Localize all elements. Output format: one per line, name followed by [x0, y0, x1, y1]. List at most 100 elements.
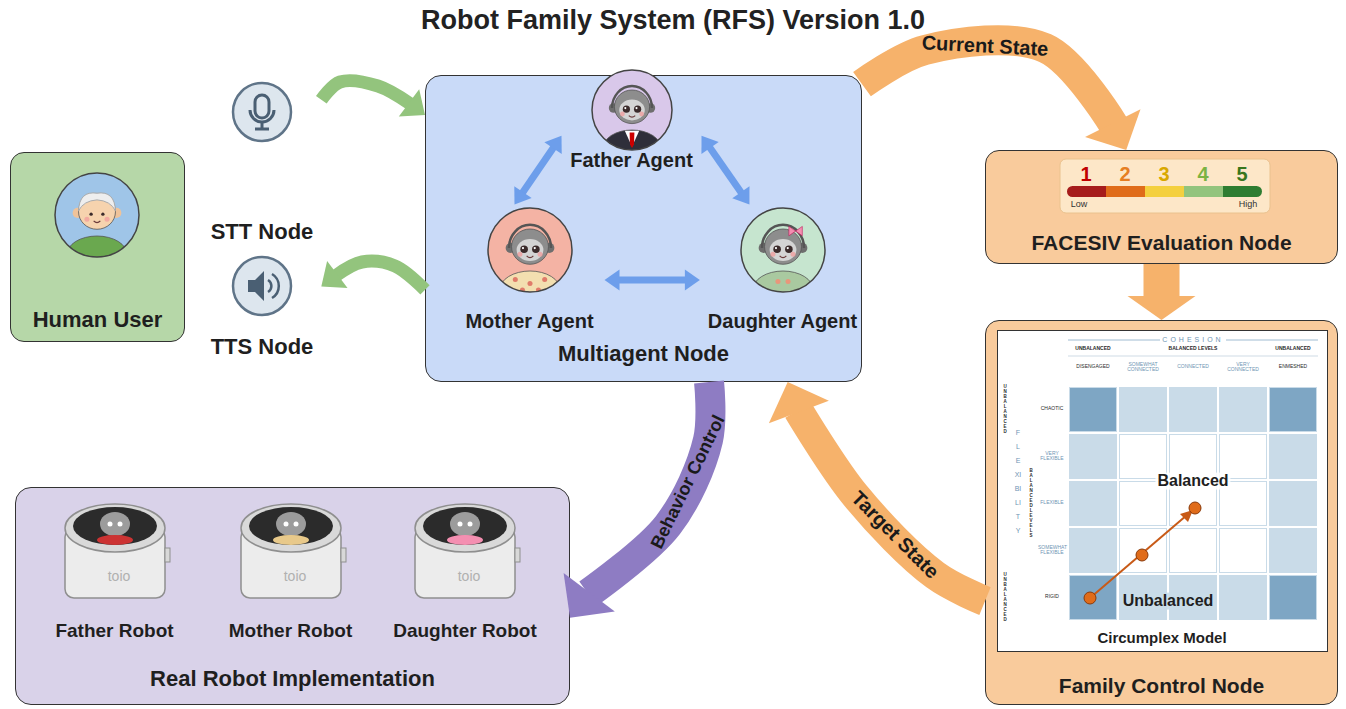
arrowhead: [564, 573, 615, 618]
grid-cell: [1270, 576, 1317, 620]
grid-header-rule: [1068, 340, 1318, 356]
connector-arrow: [605, 269, 700, 290]
arrowhead: [514, 186, 531, 204]
grid-cell: [1270, 482, 1317, 526]
connector-arrow: [701, 136, 749, 205]
circumplex-grid: [1070, 388, 1317, 620]
scale-number: 4: [1197, 164, 1208, 185]
dress-flower: [542, 277, 547, 282]
screen-outfit: [447, 535, 483, 545]
screen-eye: [458, 522, 463, 527]
connector-arrow: [564, 382, 711, 618]
avatar-headset: [762, 225, 804, 248]
node-label: Daughter Agent: [708, 310, 857, 332]
grid-cell: [1120, 435, 1167, 479]
avatar-eye: [89, 212, 92, 215]
robot-button: [341, 548, 346, 562]
column-header: ENMESHED: [1270, 364, 1316, 369]
group-header: UNBALANCED: [1275, 346, 1310, 351]
screen-face: [450, 512, 480, 536]
eye-shine: [534, 247, 536, 249]
robot-top: [415, 504, 515, 552]
robot-brand: toio: [284, 569, 307, 584]
avatar-mouth: [94, 221, 101, 223]
connector-label: Behavior Control: [648, 412, 729, 552]
tie: [630, 132, 635, 148]
avatar-headset: [509, 225, 551, 248]
arrowhead: [732, 186, 749, 204]
avatar-head: [512, 229, 549, 264]
state-label: Unbalanced: [1121, 593, 1216, 610]
scale-number: 1: [1080, 164, 1091, 185]
group-header: BALANCED LEVELS: [1169, 346, 1218, 351]
dress-flower: [513, 277, 518, 282]
scale-end-label: High: [1239, 200, 1258, 209]
avatar-eye: [623, 106, 630, 113]
speaker-icon: [233, 257, 291, 315]
mother-avatar: [488, 208, 572, 309]
group-header: UNBALANCED: [1075, 346, 1110, 351]
node-label: Circumplex Model: [1097, 630, 1226, 647]
avatar-headset: [612, 86, 652, 108]
connector-label: Target State: [847, 487, 943, 583]
node-label: Father Robot: [55, 620, 173, 641]
grid-cell: [1170, 435, 1217, 479]
toio-robot: [241, 504, 346, 598]
node-label: TTS Node: [211, 335, 314, 360]
avatar-hair: [79, 193, 116, 211]
avatar-figure: [67, 193, 127, 274]
grid-header-rule: [1226, 340, 1318, 341]
eye-shine: [522, 247, 524, 249]
column-header: SOMEWHAT CONNECTED: [1121, 362, 1165, 373]
arrowhead: [769, 382, 829, 423]
avatar-eye: [101, 212, 104, 215]
arrowhead: [399, 89, 425, 116]
screen-face: [276, 512, 306, 536]
robot-button: [515, 548, 520, 562]
node-label: FACESIV Evaluation Node: [1031, 231, 1291, 255]
avatar-face: [770, 239, 797, 261]
avatar-cheek: [639, 112, 644, 117]
toio-robot: [65, 504, 170, 598]
dress-flower: [527, 281, 532, 286]
avatar-body: [603, 130, 661, 166]
grid-cell: [1170, 576, 1217, 620]
grid-cell: [1220, 529, 1267, 573]
grid-header-rule: [1068, 356, 1318, 357]
avatar-head: [765, 229, 802, 264]
scale-number: 5: [1236, 164, 1247, 185]
microphone-icon: [233, 83, 291, 141]
node-label: Daughter Robot: [393, 620, 537, 641]
avatar-cheek: [791, 252, 796, 257]
screen-eye: [118, 522, 123, 527]
node-label: Mother Robot: [229, 620, 352, 641]
connector-line: [862, 40, 1114, 125]
avatar-ground: [592, 70, 672, 150]
scale-bar: [1145, 186, 1184, 197]
avatar-head: [614, 90, 649, 124]
avatar-eye: [532, 245, 540, 253]
daughter-avatar: [741, 208, 825, 309]
connector-line: [336, 261, 425, 290]
eye-shine: [775, 247, 777, 249]
screen-eye: [108, 522, 113, 527]
node-label: Mother Agent: [465, 310, 593, 332]
node-label: STT Node: [211, 220, 314, 245]
arrowhead: [685, 269, 700, 290]
connector-arrow: [514, 136, 561, 205]
diagram-title: Robot Family System (RFS) Version 1.0: [0, 5, 1346, 36]
avatar-cheek: [538, 252, 543, 257]
dress-button: [775, 279, 780, 284]
connector-line: [709, 146, 742, 193]
column-header: DISENGAGED: [1070, 364, 1116, 369]
arrowhead: [701, 136, 718, 154]
robot-brand: toio: [458, 569, 481, 584]
row-header: CHAOTIC: [1038, 406, 1066, 411]
robot-button: [165, 548, 170, 562]
connector-line: [588, 382, 710, 594]
connector-label: Current State: [921, 32, 1049, 60]
node-label: Father Agent: [570, 149, 693, 171]
hair-bow: [789, 226, 802, 235]
grid-cell: [1220, 388, 1267, 432]
avatar-eye: [520, 245, 528, 253]
